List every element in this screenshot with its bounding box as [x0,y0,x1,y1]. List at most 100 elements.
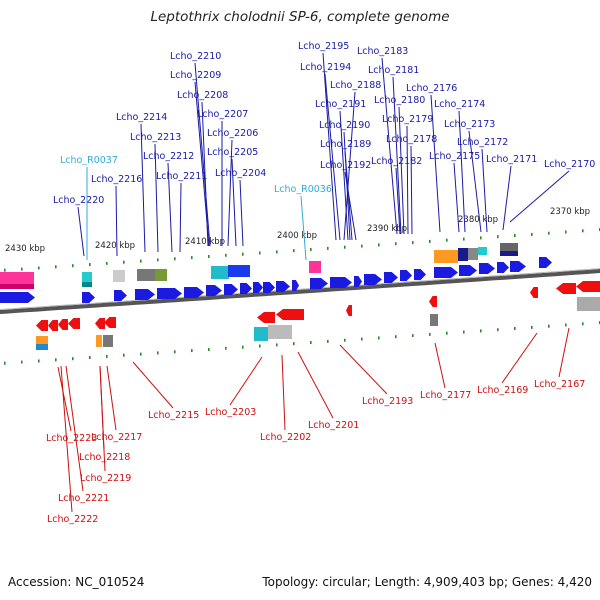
lower-scale-tick [344,338,346,342]
upper-label-leader-line [406,125,409,235]
lower-scale-tick [293,342,295,346]
lower-gene-label: Lcho_2169 [477,385,528,396]
forward-gene-arrow [82,292,95,303]
kbp-tick-label: 2430 kbp [5,244,45,254]
upper-scale-tick [191,256,193,260]
lower-label-leader-line [501,332,538,384]
upper-label-leader-line [194,62,211,247]
lower-scale-tick [157,351,159,355]
forward-gene-arrow [0,292,35,303]
upper-gene-label: Lcho_2175 [429,151,480,162]
rna-gene-label: Lcho_R0036 [274,184,332,195]
upper-scale-tick [106,261,108,265]
upper-label-leader-line [324,73,341,241]
lower-gene-label: Lcho_2223 [46,433,97,444]
lower-scale-tick [310,341,312,344]
upper-scale-tick [140,259,142,263]
upper-scale-tick [21,267,23,271]
forward-gene-arrow [114,290,127,301]
upper-label-leader-line [410,145,413,235]
upper-label-leader-line [509,170,570,223]
upper-scale-tick [208,255,210,258]
upper-gene-label: Lcho_2210 [170,51,221,62]
lower-scale-tick [463,330,465,334]
kbp-tick-label: 2400 kbp [277,231,317,241]
upper-gene-label: Lcho_2172 [457,137,508,148]
upper-scale-tick [327,246,329,250]
upper-label-leader-line [430,94,441,233]
reverse-gene-arrow [530,287,538,298]
lower-label-leader-line [229,356,263,406]
reverse-gene-arrow [36,320,48,331]
upper-label-leader-line [343,91,356,241]
lower-scale-tick [429,332,431,336]
upper-gene-label: Lcho_2205 [207,147,258,158]
reverse-gene-arrow [576,281,600,292]
feature-box [36,336,48,344]
upper-gene-label: Lcho_2188 [330,80,381,91]
upper-gene-label: Lcho_2208 [177,90,228,101]
genome-backbone [0,269,600,315]
upper-scale-tick [395,242,397,246]
upper-gene-label: Lcho_2190 [319,120,370,131]
upper-scale-tick [463,237,465,241]
upper-gene-label: Lcho_2189 [320,139,371,150]
upper-label-leader-line [502,165,512,231]
upper-gene-label: Lcho_2192 [320,160,371,171]
upper-label-leader-line [239,179,244,247]
kbp-tick-label: 2380 kbp [458,215,498,225]
lower-label-leader-line [99,365,106,472]
reverse-gene-arrow [257,312,275,323]
reverse-gene-arrow [104,317,116,328]
lower-scale-tick [361,337,363,341]
lower-scale-tick [89,356,91,359]
feature-box [211,266,229,279]
lower-gene-label: Lcho_2167 [534,379,585,390]
upper-scale-tick [293,249,295,253]
feature-box [268,325,292,339]
feature-box [500,251,518,256]
forward-gene-arrow [292,280,299,291]
upper-gene-label: Lcho_2183 [357,46,408,57]
feature-box [82,272,92,282]
reverse-gene-arrow [276,309,304,320]
upper-scale-tick [89,263,91,266]
lower-scale-tick [225,346,227,350]
upper-scale-tick [72,264,74,268]
backbone-highlight [0,268,600,311]
forward-gene-arrow [263,282,275,293]
upper-label-leader-line [227,139,233,247]
upper-scale-tick [55,265,57,269]
upper-gene-label: Lcho_2220 [53,195,104,206]
forward-gene-arrow [479,263,495,274]
upper-scale-tick [548,231,550,235]
upper-label-leader-line [231,158,237,247]
reverse-gene-arrow [68,318,80,329]
forward-gene-arrow [240,283,252,294]
lower-scale-tick [514,327,516,330]
lower-label-leader-line [132,361,174,409]
upper-scale-tick [276,250,278,254]
lower-gene-label: Lcho_2201 [308,420,359,431]
feature-box [0,272,34,284]
lower-gene-label: Lcho_2217 [91,432,142,443]
upper-label-leader-line [322,52,337,241]
forward-gene-arrow [434,267,458,278]
lower-gene-label: Lcho_2219 [80,473,131,484]
forward-gene-arrow [459,265,477,276]
lower-scale-tick [123,353,125,357]
feature-box [458,248,468,261]
lower-scale-tick [55,358,57,362]
forward-gene-arrow [384,272,398,283]
upper-gene-label: Lcho_2173 [444,119,495,130]
feature-box [478,247,487,255]
kbp-tick-label: 2370 kbp [550,207,590,217]
upper-gene-label: Lcho_2216 [91,174,142,185]
lower-scale-tick [191,349,193,353]
upper-scale-tick [4,268,6,272]
feature-box [434,250,458,263]
lower-scale-tick [208,348,210,351]
forward-gene-arrow [539,257,552,268]
upper-label-leader-line [481,148,488,233]
